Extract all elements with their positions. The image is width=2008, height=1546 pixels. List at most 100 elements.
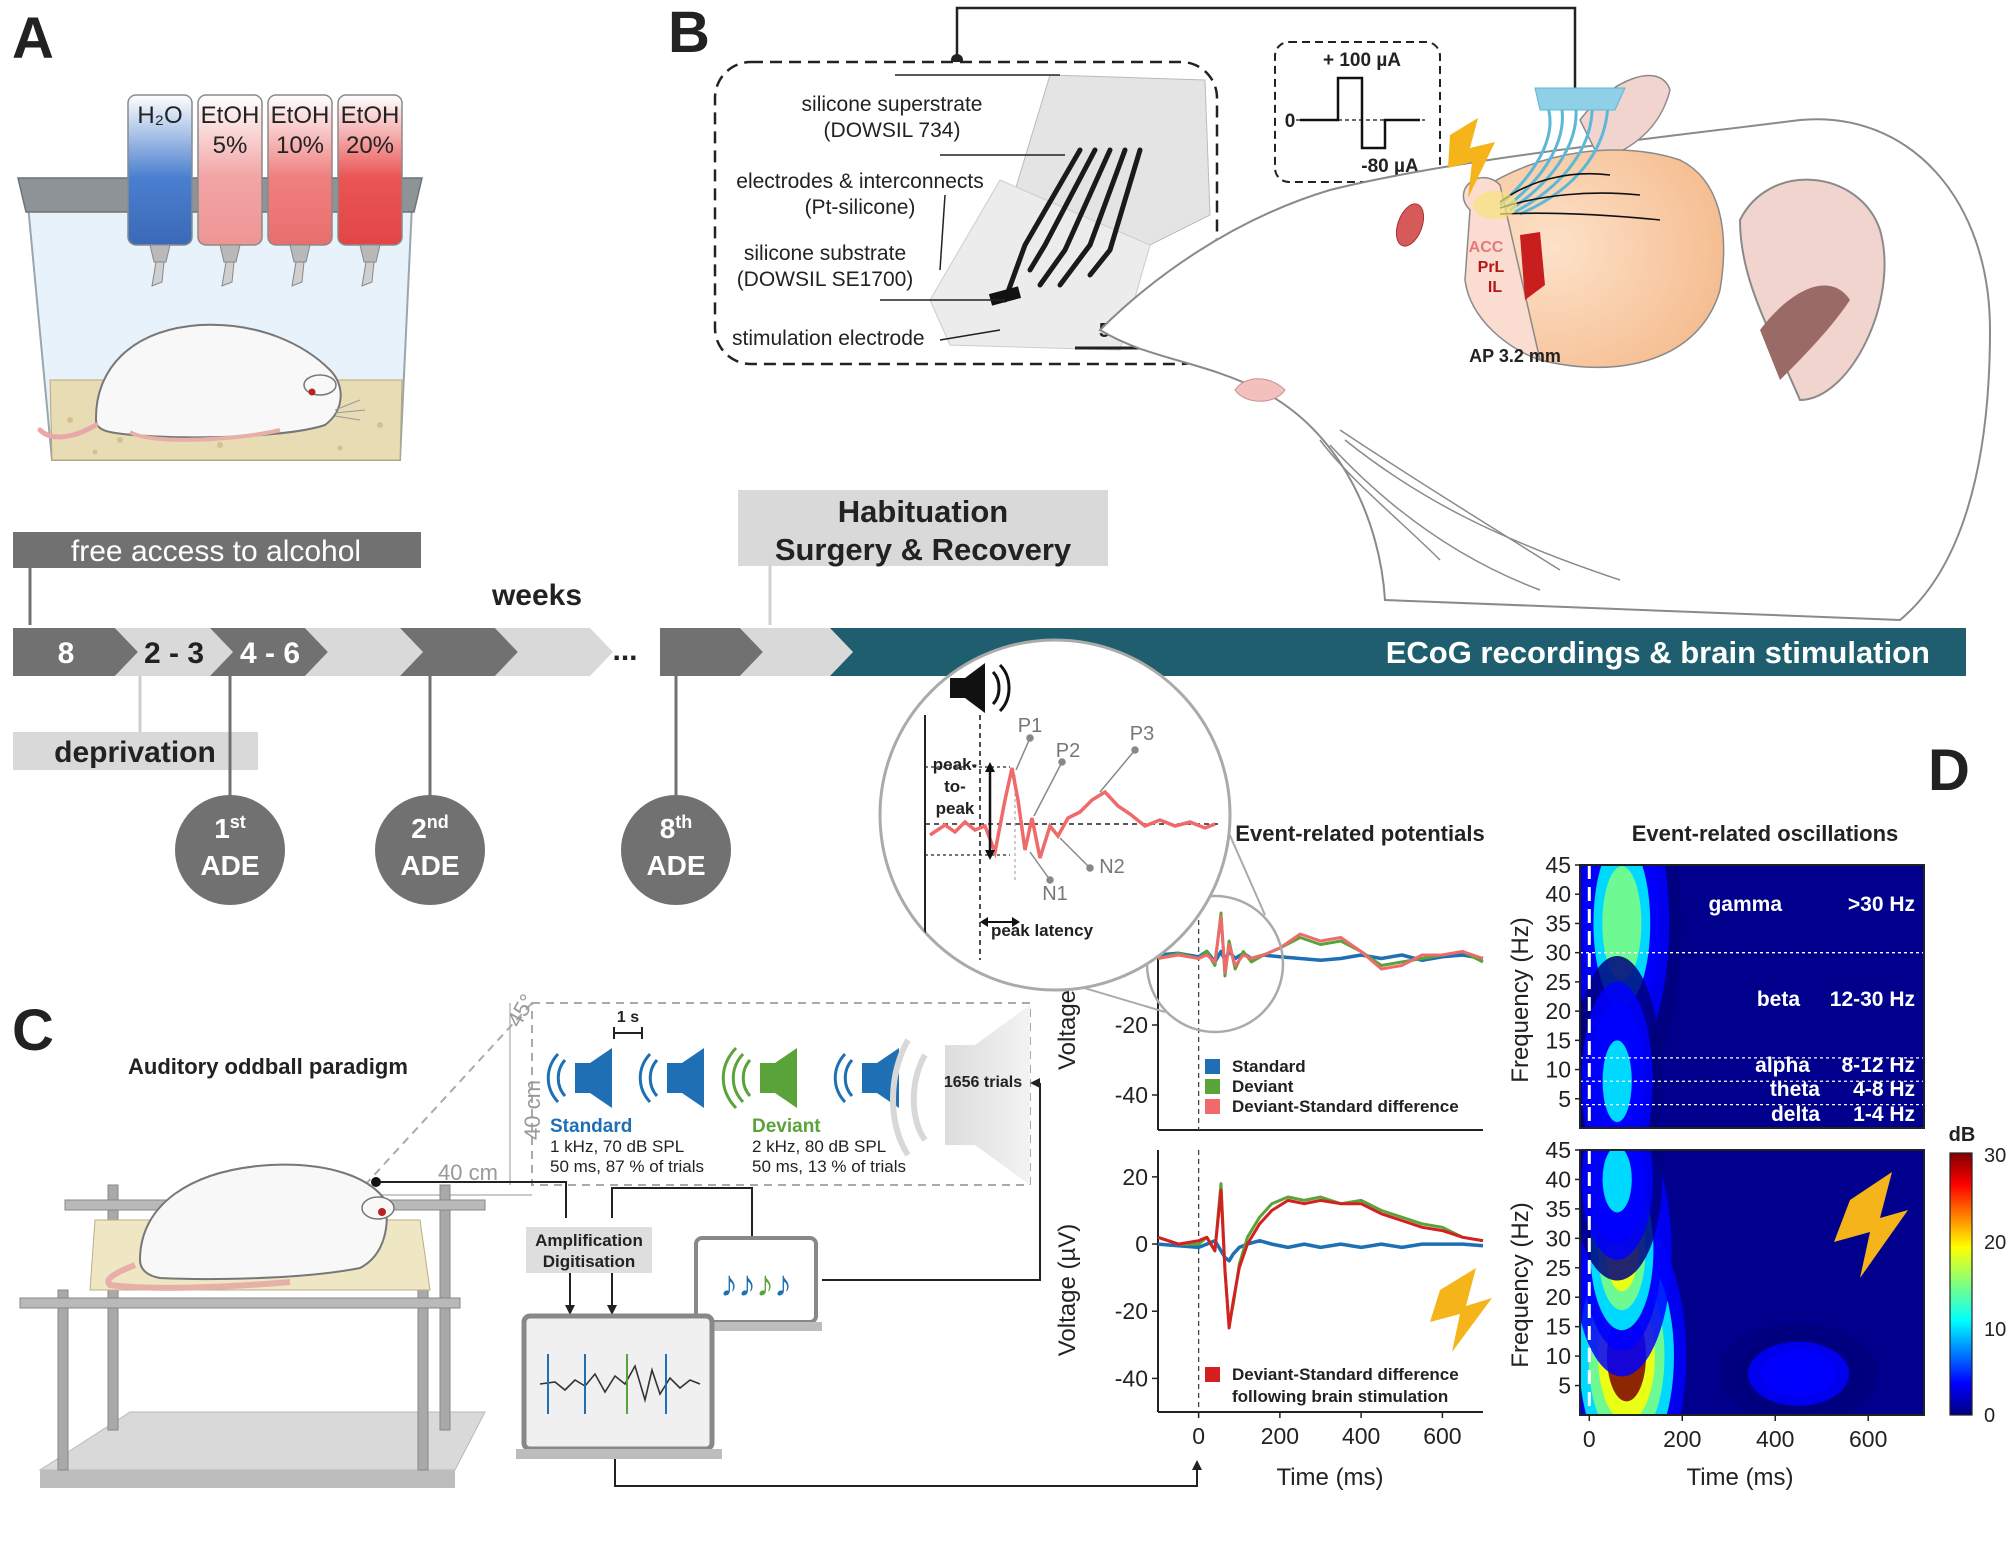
- y-tick-label: 0: [1135, 1231, 1148, 1257]
- lightning-icon-ero: [1834, 1172, 1908, 1278]
- p2-label: P2: [1056, 740, 1080, 762]
- ade-1-num: 1: [214, 813, 230, 844]
- region-acc: ACC: [1469, 239, 1504, 256]
- y-tick-label: -40: [1115, 1082, 1148, 1108]
- y-tick-label: 10: [1545, 1057, 1571, 1083]
- ero-panel: Event-related oscillations 5101520253035…: [1507, 821, 2006, 1491]
- speaker-icon-deviant: [721, 1046, 797, 1110]
- substrate-image: [929, 179, 1151, 351]
- band-theta-name: theta: [1770, 1078, 1820, 1101]
- substrate-material: (DOWSIL SE1700): [737, 268, 914, 291]
- erp-ylabel-bottom: Voltage (µV): [1054, 1224, 1081, 1357]
- deviant-line1: 2 kHz, 80 dB SPL: [752, 1137, 886, 1156]
- y-tick-label: 20: [1545, 1284, 1571, 1310]
- svg-text:8th: 8th: [660, 812, 693, 844]
- svg-text:2nd: 2nd: [411, 812, 449, 844]
- n2-label: N2: [1099, 856, 1125, 878]
- speaker-icon-standard-1: [546, 1048, 612, 1108]
- legend-standard: Standard: [1232, 1057, 1306, 1076]
- heatmap-frame: [1579, 864, 1925, 1129]
- y-tick-label: 30: [1545, 940, 1571, 966]
- series-line-3: [1157, 1188, 1484, 1330]
- stim-electrode-label: stimulation electrode: [732, 327, 925, 350]
- rat-whiskers: [1319, 429, 1621, 591]
- peak-to-peak-2: to-: [944, 777, 966, 796]
- peak-latency-label: peak latency: [991, 921, 1094, 940]
- stimulus-laptop: ♪♪♪♪: [690, 1236, 822, 1331]
- legend-stim-2: following brain stimulation: [1232, 1387, 1448, 1406]
- y-tick-label: 15: [1545, 1314, 1571, 1340]
- y-tick-label: 20: [1545, 998, 1571, 1024]
- segment-4-6: [210, 628, 328, 676]
- segment-4-6-label: 4 - 6: [240, 637, 300, 670]
- y-tick-label: 15: [1545, 1027, 1571, 1053]
- paradigm-title: Auditory oddball paradigm: [128, 1054, 408, 1079]
- rat-nose: [1234, 378, 1286, 402]
- erp-ylabel-top: Voltage: [1054, 990, 1081, 1070]
- y-tick-label: 25: [1545, 969, 1571, 995]
- amplifier-box: [526, 1227, 652, 1273]
- ero-ylabel-bottom: Frequency (Hz): [1507, 1202, 1534, 1367]
- segment-8: [13, 628, 138, 676]
- rat-eye-c: [378, 1208, 386, 1216]
- legend-swatch-stim: [1205, 1367, 1220, 1382]
- pulse-zero-label: 0: [1285, 111, 1296, 132]
- y-tick-label: -20: [1115, 1012, 1148, 1038]
- y-tick-label: -20: [1115, 1298, 1148, 1324]
- ade-8-num: 8: [660, 813, 676, 844]
- speaker-icon-standard-2: [638, 1048, 704, 1108]
- y-tick-label: 35: [1545, 1196, 1571, 1222]
- ade-1-sup: st: [230, 812, 246, 832]
- ade-2-num: 2: [411, 813, 427, 844]
- deviant-line2: 50 ms, 13 % of trials: [752, 1157, 906, 1176]
- panel-label-d: D: [1928, 738, 1970, 803]
- interval-label: 1 s: [617, 1009, 639, 1026]
- bottle-ethanol-10-conc: 10%: [276, 132, 324, 159]
- x-tick-label: 200: [1261, 1423, 1299, 1449]
- ade-8: 8th ADE: [621, 795, 731, 905]
- ero-ylabel-top: Frequency (Hz): [1507, 917, 1534, 1082]
- x-tick-label: 0: [1192, 1423, 1205, 1449]
- ade-8-sup: th: [675, 812, 692, 832]
- substrate-label: silicone substrate: [744, 242, 906, 265]
- series-line-2: [1157, 1182, 1484, 1327]
- frame-base-edge: [40, 1470, 455, 1488]
- ade-1-label: ADE: [200, 850, 259, 881]
- segment-week-a: [305, 628, 423, 676]
- colorbar: [1949, 1152, 1973, 1416]
- free-access-bar: [13, 532, 421, 568]
- panel-b: silicone superstrate (DOWSIL 734) electr…: [713, 6, 1992, 622]
- y-tick-label: 5: [1558, 1086, 1571, 1112]
- recording-laptop: [516, 1313, 722, 1459]
- ade-1: 1st ADE: [175, 795, 285, 905]
- standard-name: Standard: [550, 1116, 632, 1137]
- habituation-label: Habituation: [838, 494, 1009, 529]
- bottle-ethanol-5-label: EtOH: [201, 102, 260, 129]
- p3-label: P3: [1130, 723, 1154, 745]
- segment-week-8: [660, 628, 763, 676]
- rat-eye: [1395, 203, 1425, 247]
- ellipsis-label: ...: [612, 634, 637, 667]
- colorbar-tick-20: 20: [1984, 1232, 2006, 1254]
- band-alpha-range: 8-12 Hz: [1841, 1054, 1915, 1077]
- panel-c: Auditory oddball paradigm 45° 40 cm 40 c…: [19, 990, 1202, 1488]
- bottle-ethanol-5-conc: 5%: [213, 132, 248, 159]
- x-tick-label: 600: [1849, 1426, 1887, 1452]
- superstrate-label: silicone superstrate: [802, 93, 983, 116]
- legend-swatch-standard: [1205, 1059, 1220, 1074]
- electrodes-material: (Pt-silicone): [805, 196, 916, 219]
- erp-panel: Event-related potentials 0-20-40 200-20-…: [999, 789, 1492, 1491]
- peak-to-peak-3: peak: [936, 799, 975, 818]
- frame-bar-bottom: [19, 1297, 461, 1309]
- x-tick-label: 400: [1342, 1423, 1380, 1449]
- y-tick-label: 25: [1545, 1255, 1571, 1281]
- y-tick-label: 40: [1545, 881, 1571, 907]
- speaker-icon-standard-3: [833, 1048, 899, 1108]
- standard-line2: 50 ms, 87 % of trials: [550, 1157, 704, 1176]
- x-tick-label: 400: [1756, 1426, 1794, 1452]
- band-delta-name: delta: [1771, 1103, 1820, 1126]
- bottles: H₂O EtOH 5% EtOH 10% EtOH 20%: [127, 94, 403, 287]
- n1-label: N1: [1042, 883, 1068, 905]
